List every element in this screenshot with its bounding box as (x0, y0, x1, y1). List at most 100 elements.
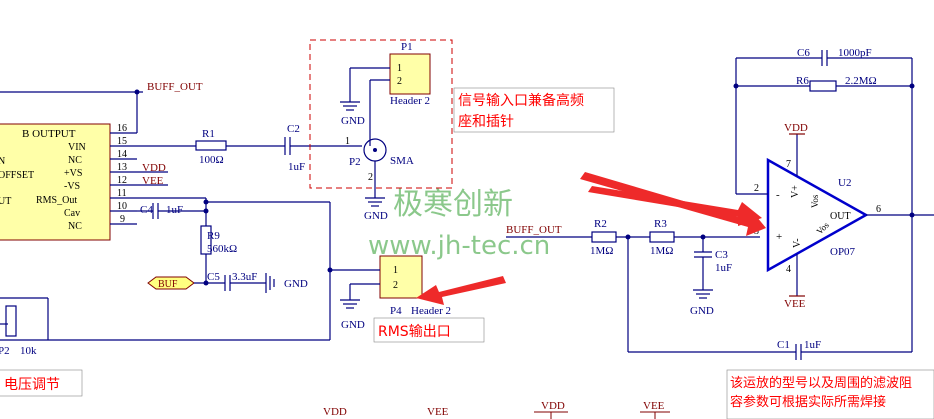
arrow-to-plus-input-2 (588, 186, 762, 226)
gnd-c3: GND (690, 305, 714, 317)
resistor-r3 (649, 231, 675, 243)
net-vdd-b1: VDD (323, 406, 347, 418)
c4-ref: C4 (140, 204, 153, 216)
p4-pin2: 2 (393, 280, 398, 291)
ic-pin-num-14: 14 (117, 149, 127, 160)
p2-ref: P2 (349, 156, 361, 168)
ic-title: B OUTPUT (22, 128, 76, 140)
r3-ref: R3 (654, 218, 667, 230)
ic-pin-name-15: VIN (68, 142, 86, 153)
net-vdd-1: VDD (142, 162, 166, 174)
u2-plus: + (776, 231, 782, 243)
c3-ref: C3 (715, 249, 728, 261)
c5-ref: C5 (207, 271, 220, 283)
opamp-u2: - + V+ V- Vos Vos OUT U2 OP07 2 3 6 7 4 … (726, 47, 934, 419)
r6-value: 2.2MΩ (845, 75, 877, 87)
p4-pin1: 1 (393, 265, 398, 276)
net-vee-2: VEE (784, 298, 806, 310)
r1-value: 100Ω (199, 154, 224, 166)
p1-pin1: 1 (397, 63, 402, 74)
c6-value: 1000pF (838, 47, 872, 59)
c1-ref: C1 (777, 339, 790, 351)
input-connector: P1 1 2 Header 2 GND 1 P2 SMA 2 GND 信号输入口… (309, 39, 615, 222)
filter-stage: BUFF_OUT R2 1MΩ R3 1MΩ C3 1uF GND C1 1uF (506, 218, 912, 360)
r2-ref: R2 (594, 218, 607, 230)
p1-value: Header 2 (390, 95, 430, 107)
ic-left-label-2: OFFSET (0, 170, 34, 181)
ic-pin-name-12: -VS (64, 181, 80, 192)
u2-vm: V- (792, 238, 803, 248)
net-buf: BUF (158, 279, 178, 290)
ic-left-label-3: UT (0, 196, 11, 207)
c6-ref: C6 (797, 47, 810, 59)
p2-pin1: 1 (345, 136, 350, 147)
pot-ref: P2 (0, 345, 10, 357)
r1-ref: R1 (202, 128, 215, 140)
r3-value: 1MΩ (650, 245, 673, 257)
ic-pin-name-9: NC (68, 221, 82, 232)
u2-pin-vp: 7 (786, 159, 791, 170)
arrow-to-p4 (416, 276, 506, 305)
u2-minus: - (776, 189, 780, 201)
resistor-r2 (591, 231, 617, 243)
ic-pin-num-13: 13 (117, 162, 127, 173)
p1-ref: P1 (401, 41, 413, 53)
offset-potentiometer: P2 10k 电压调节 (0, 297, 83, 397)
r2-value: 1MΩ (590, 245, 613, 257)
c5-value: 3.3uF (232, 271, 257, 283)
c2-value: 1uF (288, 161, 305, 173)
ic-left-label-1: N (0, 156, 5, 167)
annotation-arrows (416, 172, 766, 305)
ic-nets: BUFF_OUT R1 100Ω C2 1uF VDD VEE C4 1uF (0, 81, 362, 293)
ic-pin-name-13: +VS (64, 168, 82, 179)
u2-out: OUT (830, 211, 851, 222)
note-input-line2: 座和插针 (458, 114, 514, 130)
watermark: 极寒创新 www.jh-tec.cn (368, 187, 550, 261)
c4-value: 1uF (166, 204, 183, 216)
rms-output-connector: 1 2 P4 Header 2 GND RMS输出口 (0, 255, 485, 343)
net-buff-out-1: BUFF_OUT (147, 81, 203, 93)
p2-pin2: 2 (368, 172, 373, 183)
pot-value: 10k (20, 345, 37, 357)
bottom-power-labels: VDD VEE VDD VEE (323, 400, 670, 419)
u2-pin-minus: 2 (754, 183, 759, 194)
r9-value: 560kΩ (207, 243, 237, 255)
net-vee-1: VEE (142, 175, 164, 187)
gnd-p4: GND (341, 319, 365, 331)
ic-pin-name-11: RMS_Out (36, 195, 77, 206)
note-opamp-line1: 该运放的型号以及周围的滤波阻 (730, 375, 912, 391)
header-p4 (379, 255, 423, 299)
ic-pin-num-16: 16 (117, 123, 127, 134)
resistor-r1 (195, 140, 227, 151)
ic-pin-name-14: NC (68, 155, 82, 166)
u2-pin-out: 6 (876, 204, 881, 215)
note-opamp-line2: 容参数可根据实际所需焊接 (730, 394, 886, 410)
c2-ref: C2 (287, 123, 300, 135)
p4-value: Header 2 (411, 305, 451, 317)
u2-vp: V+ (790, 185, 801, 198)
p2-value: SMA (390, 155, 414, 167)
net-vee-b2: VEE (643, 400, 665, 412)
watermark-url: www.jh-tec.cn (368, 231, 550, 261)
net-vdd-2: VDD (784, 122, 808, 134)
gnd-p1: GND (341, 115, 365, 127)
u2-ref: U2 (838, 177, 851, 189)
r9-ref: R9 (207, 230, 220, 242)
c3-value: 1uF (715, 262, 732, 274)
p1-pin2: 2 (397, 76, 402, 87)
ic-pin-num-15: 15 (117, 136, 127, 147)
net-buff-out-2: BUFF_OUT (506, 224, 562, 236)
u2-value: OP07 (830, 246, 856, 258)
note-input-line1: 信号输入口兼备高频 (458, 92, 584, 109)
ic-pin-num-12: 12 (117, 175, 127, 186)
ic-pin-num-10: 10 (117, 201, 127, 212)
watermark-title: 极寒创新 (393, 187, 513, 222)
note-voltage-adj: 电压调节 (4, 377, 60, 393)
net-vdd-b2: VDD (541, 400, 565, 412)
ic-pin-num-9: 9 (120, 214, 125, 225)
ic-pin-name-10: Cav (64, 208, 80, 219)
note-rms-out: RMS输出口 (378, 324, 451, 340)
u2-vos1: Vos (810, 194, 820, 208)
p4-ref: P4 (390, 305, 402, 317)
